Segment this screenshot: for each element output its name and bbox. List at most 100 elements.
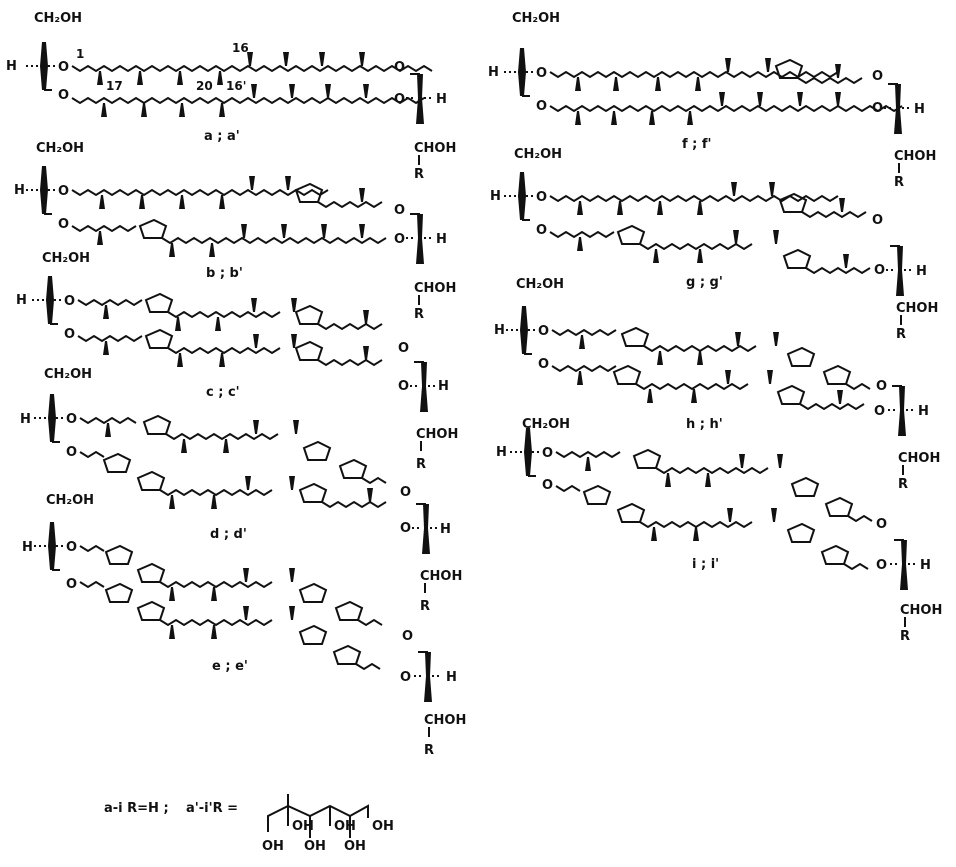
o-label: O xyxy=(874,263,885,278)
o-label: O xyxy=(400,521,411,536)
r-label: R xyxy=(424,743,434,758)
o-label: O xyxy=(538,357,549,372)
ch2oh-label: CH₂OH xyxy=(42,251,90,266)
o-label: O xyxy=(400,670,411,685)
chohr-label: CHOH xyxy=(414,141,456,156)
compound-h: CH₂OH H O O O O H h ; h' CHOH R xyxy=(494,277,940,492)
compound-label-d: d ; d' xyxy=(210,527,247,542)
ch2oh-label: CH₂OH xyxy=(46,493,94,508)
atom-number-16-prime: 16' xyxy=(226,79,246,93)
atom-number-1: 1 xyxy=(76,47,84,61)
chohr-label: CHOH xyxy=(898,451,940,466)
o-label: O xyxy=(58,88,69,103)
chohr-label: CHOH xyxy=(420,569,462,584)
compound-label-i: i ; i' xyxy=(692,557,719,572)
r-label: R xyxy=(414,167,424,182)
o-label: O xyxy=(542,446,553,461)
o-label: O xyxy=(398,379,409,394)
ch2oh-label: CH₂OH xyxy=(44,367,92,382)
h-label: H xyxy=(494,323,505,338)
o-label: O xyxy=(64,327,75,342)
o-label: O xyxy=(538,324,549,339)
r-label: R xyxy=(416,457,426,472)
h-label: H xyxy=(436,232,447,247)
o-label: O xyxy=(542,478,553,493)
o-label: O xyxy=(872,213,883,228)
r-label: R xyxy=(900,629,910,644)
chohr-label: CHOH xyxy=(896,301,938,316)
o-label: O xyxy=(536,99,547,114)
caption-right: a'-i'R = xyxy=(186,801,238,816)
compound-g: CH₂OH H O O O O H g ; g' CHOH R xyxy=(490,147,938,342)
compound-label-g: g ; g' xyxy=(686,275,723,290)
compound-f: CH₂OH H O O O O H f ; f' CHOH R xyxy=(488,11,936,190)
ch2oh-label: CH₂OH xyxy=(522,417,570,432)
oh-label: OH xyxy=(334,819,356,834)
h-label: H xyxy=(446,670,457,685)
o-label: O xyxy=(58,184,69,199)
oh-label: OH xyxy=(372,819,394,834)
ch2oh-label: CH₂OH xyxy=(36,141,84,156)
compound-c: CH₂OH H O O O O H c ; c' CHOH R xyxy=(16,251,458,472)
caption: a-i R=H ; a'-i'R = OH OH OH OH OH OH xyxy=(104,794,394,854)
o-label: O xyxy=(876,379,887,394)
chohr-label: CHOH xyxy=(894,149,936,164)
compound-d: CH₂OH H O O O O H d ; d' CHOH R xyxy=(20,367,462,614)
ch2oh-label: CH₂OH xyxy=(516,277,564,292)
h-label: H xyxy=(488,65,499,80)
r-label: R xyxy=(894,175,904,190)
o-label: O xyxy=(66,540,77,555)
h-label: H xyxy=(490,189,501,204)
h-label: H xyxy=(918,404,929,419)
o-label: O xyxy=(66,412,77,427)
oh-label: OH xyxy=(292,819,314,834)
r-label: R xyxy=(414,307,424,322)
h-label: H xyxy=(438,379,449,394)
h-label: H xyxy=(22,540,33,555)
h-label: H xyxy=(496,445,507,460)
o-label: O xyxy=(58,217,69,232)
compound-label-c: c ; c' xyxy=(206,385,240,400)
o-label: O xyxy=(66,577,77,592)
o-label: O xyxy=(876,558,887,573)
o-label: O xyxy=(394,232,405,247)
o-label: O xyxy=(64,294,75,309)
h-label: H xyxy=(436,92,447,107)
h-label: H xyxy=(16,293,27,308)
atom-number-16: 16 xyxy=(232,41,249,55)
oh-label: OH xyxy=(344,839,366,854)
o-label: O xyxy=(400,485,411,500)
h-label: H xyxy=(6,59,17,74)
chohr-label: CHOH xyxy=(424,713,466,728)
compound-label-h: h ; h' xyxy=(686,417,723,432)
chohr-label: CHOH xyxy=(414,281,456,296)
o-label: O xyxy=(394,92,405,107)
o-label: O xyxy=(394,60,405,75)
chohr-label: CHOH xyxy=(416,427,458,442)
o-label: O xyxy=(394,203,405,218)
h-label: H xyxy=(14,183,25,198)
r-label: R xyxy=(896,327,906,342)
atom-number-20: 20 xyxy=(196,79,213,93)
r-label: R xyxy=(898,477,908,492)
caption-left: a-i R=H ; xyxy=(104,801,169,816)
h-label: H xyxy=(916,264,927,279)
compound-label-a: a ; a' xyxy=(204,129,240,144)
compound-a: CH₂OH H O O 1 17 16 20 16' O O H a ; a' … xyxy=(6,11,456,182)
chohr-label: CHOH xyxy=(900,603,942,618)
o-label: O xyxy=(872,69,883,84)
o-label: O xyxy=(876,517,887,532)
compound-label-e: e ; e' xyxy=(212,659,248,674)
o-label: O xyxy=(398,341,409,356)
r-label: R xyxy=(420,599,430,614)
ch2oh-label: CH₂OH xyxy=(512,11,560,26)
atom-number-17: 17 xyxy=(106,79,123,93)
compound-b: CH₂OH H O O O O H b ; b' CHOH R xyxy=(14,141,456,322)
h-label: H xyxy=(920,558,931,573)
o-label: O xyxy=(872,101,883,116)
o-label: O xyxy=(536,190,547,205)
o-label: O xyxy=(874,404,885,419)
o-label: O xyxy=(536,66,547,81)
o-label: O xyxy=(536,223,547,238)
